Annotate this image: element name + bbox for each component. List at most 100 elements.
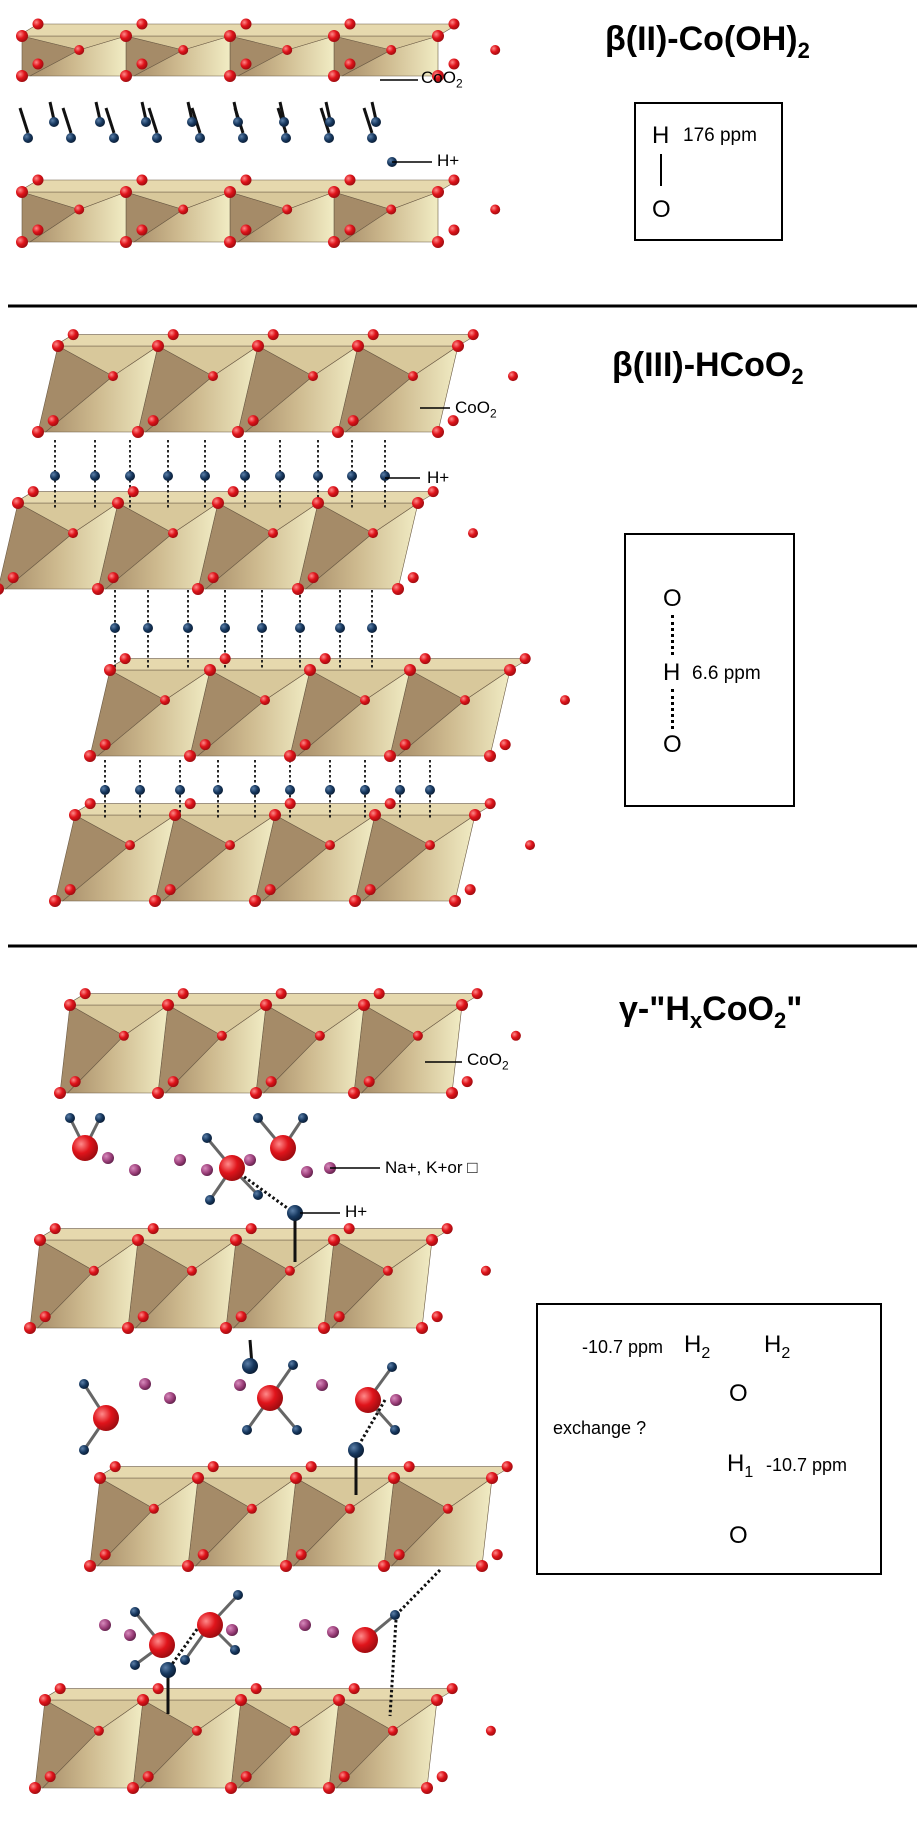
oxygen-atom: [325, 840, 335, 851]
oxygen-atom: [32, 18, 44, 30]
oxygen-atom: [136, 224, 148, 236]
proton-atom: [205, 1195, 215, 1205]
oxygen-atom: [148, 1503, 159, 1514]
box3-o-bottom: O: [729, 1522, 748, 1549]
oxygen-atom: [425, 840, 435, 851]
oxygen-atom: [216, 1030, 227, 1041]
oxygen-atom: [225, 840, 235, 851]
oxygen-atom: [164, 884, 176, 896]
oh-bond: [94, 101, 102, 121]
oxygen-atom: [446, 1683, 458, 1695]
oxygen-atom: [352, 1627, 378, 1653]
oxygen-atom: [137, 1311, 149, 1323]
oxygen-atom: [169, 809, 181, 821]
oxygen-atom: [88, 1265, 99, 1276]
panel3-title: γ-"HxCoO2": [619, 990, 803, 1033]
oxygen-atom: [32, 58, 44, 70]
proton-atom: [180, 1655, 190, 1665]
proton-atom: [90, 471, 100, 481]
oh-bond: [278, 101, 286, 121]
proton-atom: [390, 1425, 400, 1435]
box2-o-bottom: O: [663, 731, 682, 758]
oh-bond: [104, 107, 116, 134]
oxygen-atom: [120, 236, 132, 248]
oxygen-atom: [447, 415, 459, 427]
oxygen-atom: [408, 371, 418, 382]
panel3-cation-label: Na+, K+or □: [385, 1158, 478, 1177]
oxygen-atom: [224, 236, 236, 248]
oxygen-atom: [452, 340, 464, 352]
oxygen-atom: [456, 999, 468, 1011]
proton-atom: [275, 471, 285, 481]
octahedron-face: [105, 658, 531, 671]
oxygen-atom: [432, 30, 444, 42]
oxygen-atom: [136, 58, 148, 70]
oxygen-atom: [432, 70, 444, 82]
proton-atom: [233, 117, 243, 127]
oxygen-atom: [212, 497, 224, 509]
oxygen-atom: [93, 1725, 104, 1736]
oxygen-atom: [486, 1472, 498, 1484]
proton-atom: [110, 623, 120, 633]
oxygen-atom: [504, 664, 516, 676]
oxygen-atom: [220, 1322, 232, 1334]
oxygen-atom: [432, 426, 444, 438]
oxygen-atom: [227, 486, 239, 498]
box3-h2-left: H2: [684, 1331, 711, 1362]
oxygen-atom: [252, 340, 264, 352]
oxygen-atom: [448, 174, 460, 186]
proton-atom: [395, 785, 405, 795]
box2-shift: 6.6 ppm: [692, 663, 761, 684]
oxygen-atom: [519, 653, 531, 665]
oxygen-atom: [112, 497, 124, 509]
oxygen-atom: [92, 583, 104, 595]
box3-o-top: O: [729, 1380, 748, 1407]
oxygen-atom: [432, 186, 444, 198]
octahedron-face: [53, 334, 479, 347]
oxygen-atom: [431, 1311, 443, 1323]
box2-hbond-top: [671, 615, 674, 655]
oxygen-atom: [387, 1725, 398, 1736]
oxygen-atom: [184, 750, 196, 762]
oxygen-atom: [160, 695, 170, 706]
coo2-layers: [0, 23, 531, 1789]
oxygen-atom: [525, 840, 535, 851]
oxygen-atom: [442, 1503, 453, 1514]
octahedron-face: [65, 993, 483, 1006]
oxygen-atom: [49, 1223, 61, 1235]
oxygen-atom: [84, 750, 96, 762]
cation-atom: [327, 1626, 339, 1638]
oxygen-atom: [384, 750, 396, 762]
proton-atom: [242, 1425, 252, 1435]
oxygen-atom: [284, 750, 296, 762]
oxygen-atom: [54, 1087, 66, 1099]
oxygen-atom: [240, 1771, 252, 1783]
proton-atom: [387, 1362, 397, 1372]
oxygen-atom: [332, 426, 344, 438]
proton-atom: [130, 1660, 140, 1670]
oxygen-atom: [69, 1076, 81, 1088]
oxygen-atom: [249, 895, 261, 907]
proton-atom: [292, 1425, 302, 1435]
proton-atom: [238, 133, 248, 143]
proton-atom: [143, 623, 153, 633]
proton-atom: [242, 1358, 258, 1374]
oxygen-atom: [147, 415, 159, 427]
proton-atom: [325, 785, 335, 795]
oxygen-atom: [449, 895, 461, 907]
proton-atom: [285, 785, 295, 795]
proton-atom: [367, 623, 377, 633]
oxygen-atom: [407, 572, 419, 584]
oxygen-atom: [284, 1265, 295, 1276]
oxygen-atom: [348, 1683, 360, 1695]
oh-bond: [147, 107, 159, 134]
box2-hbond-bottom: [671, 689, 674, 729]
oh-bond: [61, 107, 73, 134]
oxygen-atom: [16, 70, 28, 82]
oxygen-atom: [260, 695, 270, 706]
proton-atom: [287, 1205, 303, 1221]
oxygen-atom: [490, 45, 501, 55]
oxygen-atom: [446, 1087, 458, 1099]
oxygen-atom: [250, 1683, 262, 1695]
proton-atom: [195, 133, 205, 143]
